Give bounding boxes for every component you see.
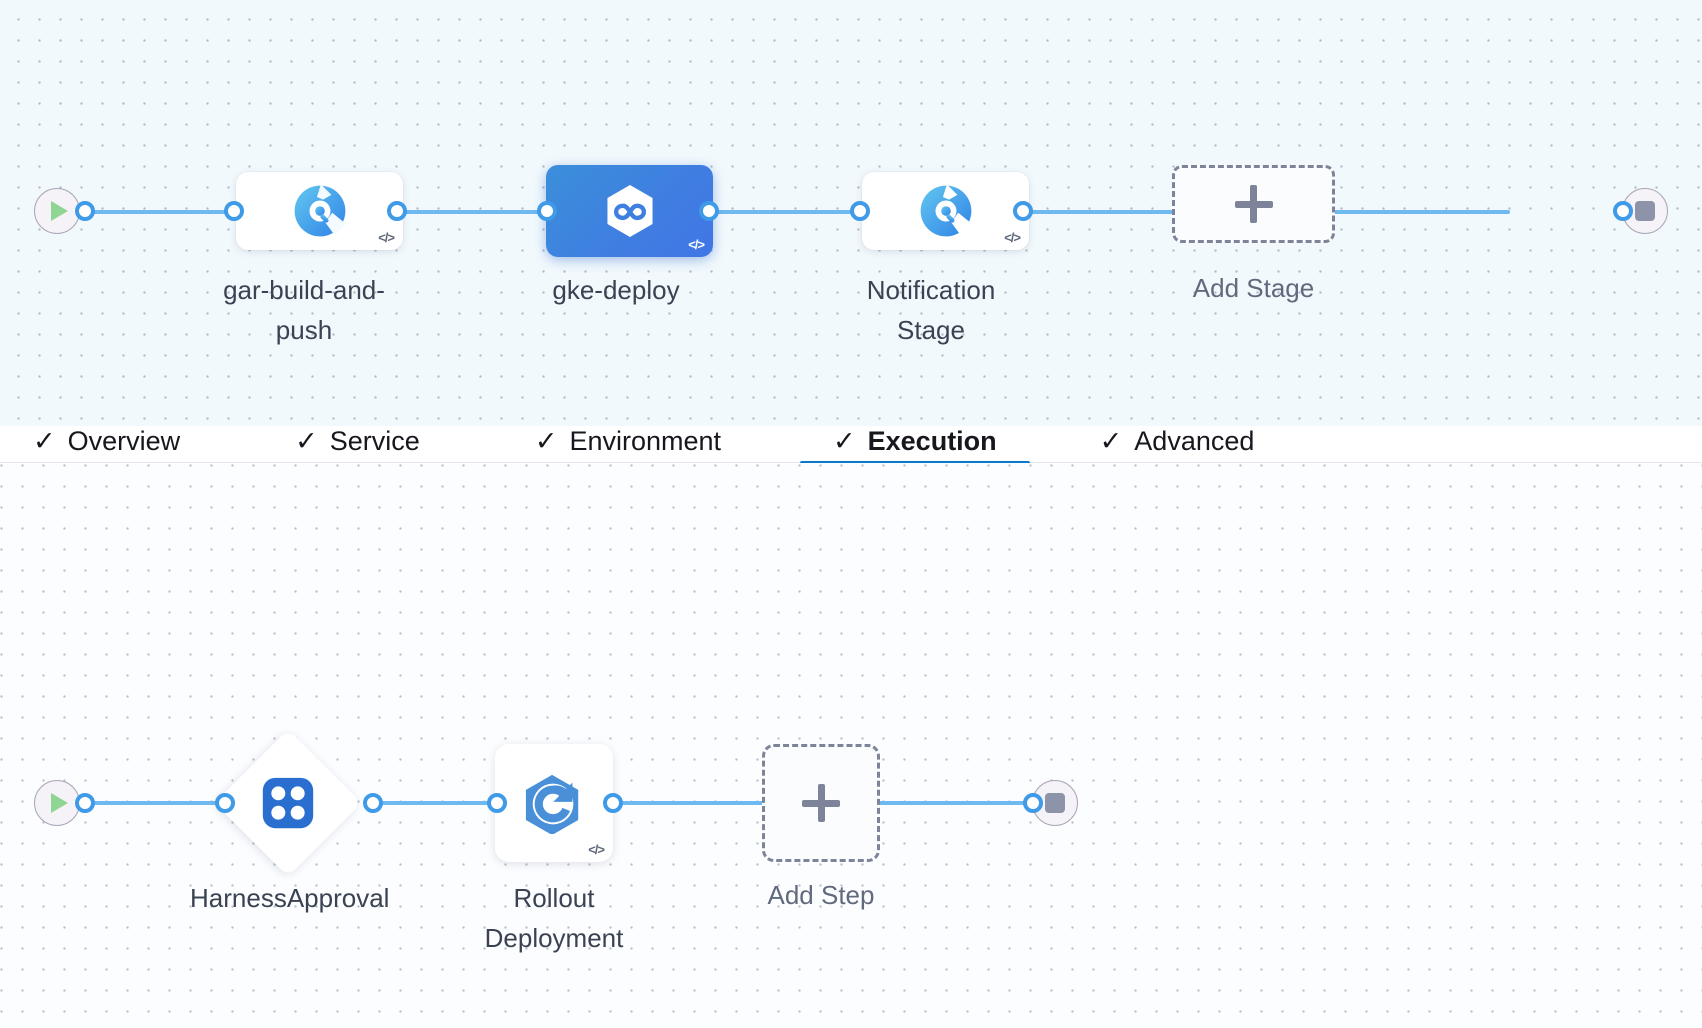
tab-label: Overview <box>67 425 181 456</box>
add-step-label: Add Step <box>767 880 875 910</box>
port-end-in[interactable] <box>1613 201 1633 221</box>
stop-icon <box>1635 201 1655 221</box>
harness-ci-build-icon <box>294 184 346 237</box>
tab-label: Service <box>329 425 420 456</box>
stage-card-gke-deploy[interactable]: </> <box>546 165 713 257</box>
port-stage1-out[interactable] <box>387 201 407 221</box>
connector-addstep-to-end <box>876 801 1046 805</box>
connector-step2-to-addstep <box>617 801 782 805</box>
stage-card-gar-build-and-push[interactable]: </> <box>236 172 403 250</box>
harness-ci-build-icon <box>920 184 972 237</box>
code-badge-icon: </> <box>588 842 605 857</box>
step-label-harness-approval: HarnessApproval <box>190 883 390 913</box>
connector-step1-to-step2 <box>372 801 512 805</box>
port-stage3-out[interactable] <box>1013 201 1033 221</box>
port-start-out[interactable] <box>75 201 95 221</box>
play-icon <box>51 201 68 221</box>
kubernetes-rollout-icon <box>525 774 579 834</box>
code-badge-icon: </> <box>378 230 395 245</box>
step-card-rollout-deployment[interactable]: </> <box>495 744 613 862</box>
tab-service[interactable]: ✓ Service <box>295 426 420 462</box>
tab-execution[interactable]: ✓ Execution <box>800 425 1030 466</box>
connector-stage2-to-stage3 <box>708 210 868 214</box>
step-card-harness-approval[interactable] <box>214 729 362 877</box>
tab-advanced[interactable]: ✓ Advanced <box>1100 426 1255 462</box>
tab-label: Advanced <box>1134 425 1255 456</box>
check-icon: ✓ <box>833 425 856 456</box>
connector-addstage-to-end <box>1330 210 1510 214</box>
harness-cd-deploy-icon <box>606 185 653 237</box>
port-step2-in[interactable] <box>487 793 507 813</box>
code-badge-icon: </> <box>688 237 705 252</box>
execution-start-node[interactable] <box>34 780 80 826</box>
port-exec-end-in[interactable] <box>1023 793 1043 813</box>
add-step-button[interactable] <box>762 744 880 862</box>
plus-icon <box>1234 185 1273 223</box>
connector-start-to-step1 <box>84 801 224 805</box>
stage-label-gar-build-and-push: gar-build-and-push <box>223 275 385 345</box>
check-icon: ✓ <box>534 425 558 456</box>
add-stage-button[interactable] <box>1172 165 1335 243</box>
port-stage1-in[interactable] <box>224 201 244 221</box>
stage-label-gke-deploy: gke-deploy <box>552 275 680 305</box>
port-exec-start-out[interactable] <box>75 793 95 813</box>
plus-icon <box>802 784 840 822</box>
tab-label: Execution <box>867 425 997 456</box>
stage-config-tabs[interactable]: ✓ Overview ✓ Service ✓ Environment ✓ Exe… <box>0 425 1702 466</box>
port-step1-in[interactable] <box>215 793 235 813</box>
execution-step-canvas[interactable]: HarnessApproval </> Rollout Deployment A… <box>0 463 1702 1028</box>
pipeline-stage-canvas[interactable]: </> gar-build-and-push </> gke-deploy <box>0 0 1702 426</box>
step-label-rollout-deployment: Rollout Deployment <box>484 883 624 953</box>
port-step1-out[interactable] <box>363 793 383 813</box>
code-badge-icon: </> <box>1004 230 1021 245</box>
port-stage2-in[interactable] <box>537 201 557 221</box>
connector-start-to-stage1 <box>84 210 244 214</box>
check-icon: ✓ <box>295 425 318 456</box>
stage-card-notification-stage[interactable]: </> <box>862 172 1029 250</box>
check-icon: ✓ <box>33 425 56 456</box>
pipeline-start-node[interactable] <box>34 188 80 234</box>
stop-icon <box>1045 793 1065 813</box>
tab-overview[interactable]: ✓ Overview <box>33 426 180 462</box>
check-icon: ✓ <box>1099 425 1123 456</box>
add-stage-label: Add Stage <box>1192 273 1315 303</box>
port-step2-out[interactable] <box>603 793 623 813</box>
connector-stage1-to-stage2 <box>396 210 562 214</box>
play-icon <box>51 793 68 813</box>
port-stage2-out[interactable] <box>699 201 719 221</box>
port-stage3-in[interactable] <box>850 201 870 221</box>
tab-label: Environment <box>569 425 722 456</box>
connector-stage3-to-addstage <box>1020 210 1190 214</box>
tab-environment[interactable]: ✓ Environment <box>535 426 721 462</box>
stage-label-notification-stage: Notification Stage <box>866 275 996 345</box>
